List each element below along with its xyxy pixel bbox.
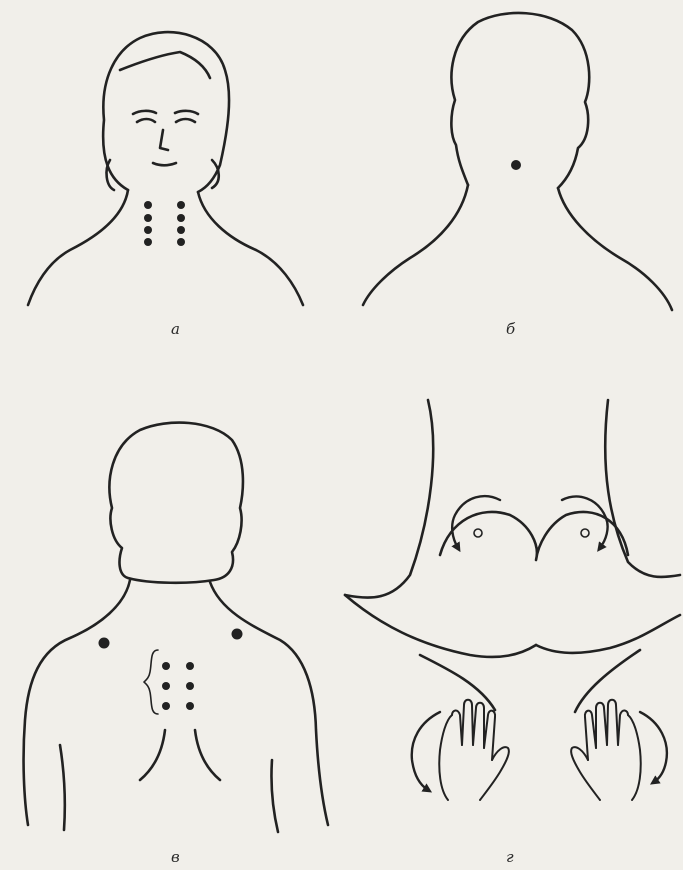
scapula-curve-left [345, 595, 536, 657]
back-torso-left [24, 580, 130, 825]
right-hand-icon [571, 700, 641, 800]
front-mouth [153, 163, 176, 165]
bracket-icon [144, 650, 158, 714]
point-marker [581, 529, 589, 537]
back-spine-right [195, 730, 220, 780]
point-marker [99, 638, 110, 649]
point-marker [144, 238, 152, 246]
panel-v-points [99, 629, 243, 711]
scapula-curve-right [536, 615, 680, 653]
point-marker [144, 201, 152, 209]
panel-v-figure [24, 423, 328, 832]
point-marker [162, 702, 170, 710]
panel-label-g: г [506, 848, 514, 866]
front-brow-left [133, 111, 156, 114]
back-head-outline [109, 423, 242, 583]
panel-a-figure [28, 32, 303, 305]
front-hair-curl [120, 52, 210, 78]
point-marker [177, 226, 185, 234]
back-head-outline [451, 13, 589, 188]
point-marker [186, 662, 194, 670]
back-spine-left [140, 730, 165, 780]
back-torso-right [210, 582, 328, 825]
upper-back-arc [440, 512, 628, 560]
front-shoulder-left [28, 190, 128, 305]
front-eye-left [137, 119, 155, 122]
left-hand-icon [439, 700, 509, 800]
point-marker [186, 702, 194, 710]
panel-a-points [144, 201, 185, 246]
circular-arrow-icon [562, 497, 608, 548]
panel-label-b: б [506, 320, 515, 338]
point-marker [186, 682, 194, 690]
torso-outline-right [605, 400, 680, 577]
point-marker [162, 662, 170, 670]
front-nose [160, 130, 168, 150]
point-marker [144, 226, 152, 234]
front-shoulder-right [198, 192, 303, 305]
panel-label-v: в [171, 848, 180, 866]
point-marker [177, 238, 185, 246]
panel-label-a: а [171, 320, 180, 338]
point-marker [144, 214, 152, 222]
front-eye-right [176, 119, 195, 122]
point-marker [177, 201, 185, 209]
panel-g-hands [439, 700, 640, 800]
back-shoulder-right [558, 188, 672, 310]
point-marker [474, 529, 482, 537]
back-arm-left [60, 745, 65, 830]
back-arm-right [271, 760, 278, 832]
point-marker [162, 682, 170, 690]
front-brow-right [175, 111, 198, 114]
circular-arrow-icon [412, 712, 440, 790]
point-marker [177, 214, 185, 222]
back-shoulder-left [363, 185, 468, 305]
point-marker [511, 160, 521, 170]
point-marker [232, 629, 243, 640]
panel-g-figure [345, 400, 680, 712]
waist-curve-left [420, 655, 495, 710]
torso-outline-left [345, 400, 433, 598]
circular-arrow-icon [640, 712, 667, 782]
